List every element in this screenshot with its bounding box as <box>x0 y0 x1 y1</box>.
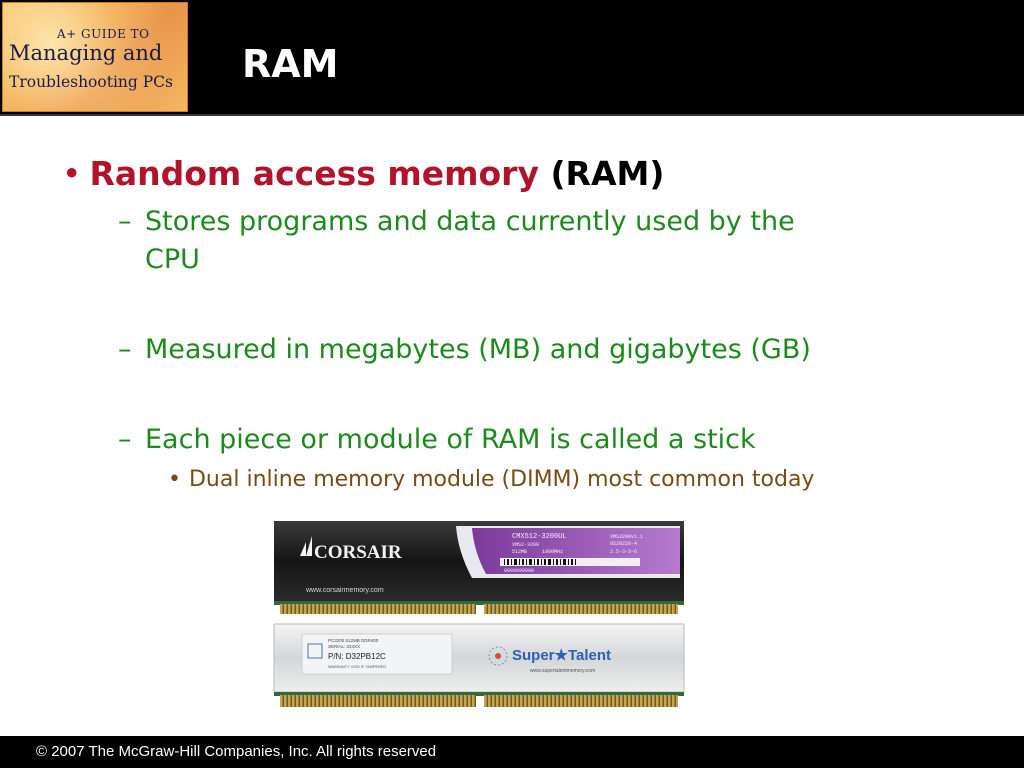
corsair-label-7: 2.5-3-3-6 <box>610 549 637 555</box>
corsair-label-6: 1800MHz <box>542 549 563 555</box>
corsair-module: CORSAIR www.corsairmemory.com CMX512-320… <box>274 521 684 614</box>
supertalent-label-3: WARRANTY VOID IF TAMPERED <box>328 665 386 669</box>
supertalent-label-2: SERIAL: 024XX <box>328 644 360 649</box>
corsair-url: www.corsairmemory.com <box>305 587 384 594</box>
sub-sub-bullet-text: Dual inline memory module (DIMM) most co… <box>188 467 815 492</box>
sub-bullet-dash: – <box>118 334 132 365</box>
supertalent-brand: Super★Talent <box>512 647 611 664</box>
sub-bullet-line-1: Each piece or module of RAM is called a … <box>145 424 756 455</box>
book-logo: A+ GUIDE TO Managing and Troubleshooting… <box>2 2 188 112</box>
corsair-label-2: XMS3200v1.1 <box>610 534 643 540</box>
bullet-ram-definition: •Random access memory (RAM) <box>62 152 664 196</box>
sub-bullet-line-1: Stores programs and data currently used … <box>145 206 795 237</box>
sub-bullet-stores: – Stores programs and data currently use… <box>118 203 918 279</box>
corsair-serial: 0000090900 <box>504 568 534 574</box>
corsair-label-3: 0520229-4 <box>610 541 637 547</box>
sub-bullet-dash: – <box>118 206 132 237</box>
bullet-term: Random access memory <box>89 154 539 193</box>
corsair-label-4: XMS2-3200 <box>512 542 539 548</box>
supertalent-url: www.supertalentmemory.com <box>530 668 595 674</box>
sub-bullet-measured: – Measured in megabytes (MB) and gigabyt… <box>118 331 918 369</box>
bullet-marker: • <box>62 154 82 193</box>
sub-bullet-stick: – Each piece or module of RAM is called … <box>118 421 918 459</box>
footer-bar <box>0 736 1024 768</box>
corsair-sail-icon <box>300 536 312 556</box>
bullet-abbreviation: (RAM) <box>550 154 665 193</box>
supertalent-label-1: PC3200 512MB DDR400 <box>328 638 379 643</box>
supertalent-part: P/N: D32PB12C <box>328 652 386 661</box>
supertalent-module: PC3200 512MB DDR400 SERIAL: 024XX P/N: D… <box>273 623 685 707</box>
sub-sub-bullet-marker: • <box>168 467 181 492</box>
sub-bullet-dash: – <box>118 424 132 455</box>
logo-burst <box>3 3 183 111</box>
slide-title: RAM <box>242 42 339 86</box>
copyright-notice: © 2007 The McGraw-Hill Companies, Inc. A… <box>36 743 437 760</box>
corsair-brand: CORSAIR <box>314 542 402 563</box>
supertalent-logo-icon <box>488 646 508 666</box>
title-bar-rule <box>0 114 1024 116</box>
logo-line-1: A+ GUIDE TO <box>57 27 150 41</box>
sub-bullet-line-2: CPU <box>145 244 200 275</box>
sub-sub-bullet-dimm: • Dual inline memory module (DIMM) most c… <box>168 465 814 495</box>
corsair-label-1: CMX512-3200UL <box>512 533 567 541</box>
corsair-label-5: 512MB <box>512 549 527 555</box>
logo-line-2: Managing and <box>9 41 163 65</box>
logo-line-3: Troubleshooting PCs <box>9 73 173 91</box>
ram-sticks-photo: CORSAIR www.corsairmemory.com CMX512-320… <box>273 521 685 707</box>
sub-bullet-line-1: Measured in megabytes (MB) and gigabytes… <box>145 334 811 365</box>
